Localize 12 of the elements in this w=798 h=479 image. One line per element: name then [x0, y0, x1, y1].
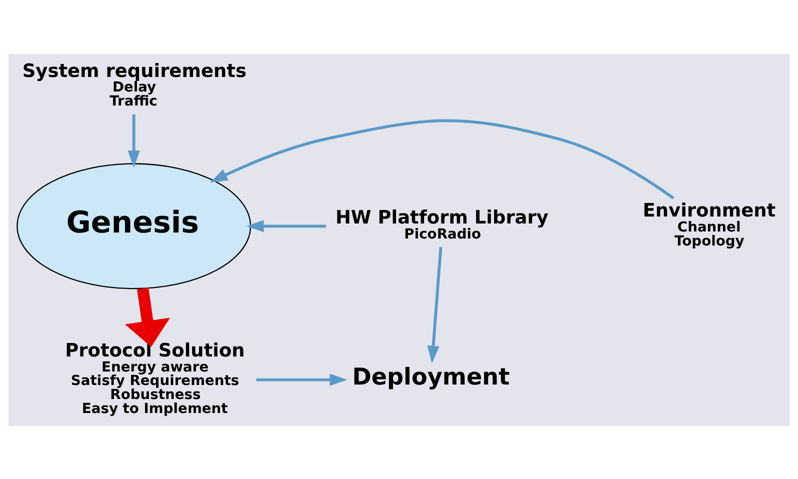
- arrow: [246, 220, 326, 232]
- arrow: [210, 118, 674, 199]
- arrow: [128, 114, 140, 168]
- arrow: [256, 373, 348, 386]
- node-text: Protocol Solution Energy aware Satisfy Requirements Robustness Easy to Implement: [65, 340, 245, 416]
- node-ellipse: Genesis: [16, 162, 252, 289]
- node-text: HW Platform Library PicoRadio: [335, 207, 548, 242]
- node-text: Environment Channel Topology: [642, 200, 776, 249]
- arrow: [427, 246, 442, 363]
- node-text: System requirements Delay Traffic: [22, 60, 246, 110]
- arrow: [124, 287, 170, 346]
- node-text: Deployment: [352, 364, 510, 390]
